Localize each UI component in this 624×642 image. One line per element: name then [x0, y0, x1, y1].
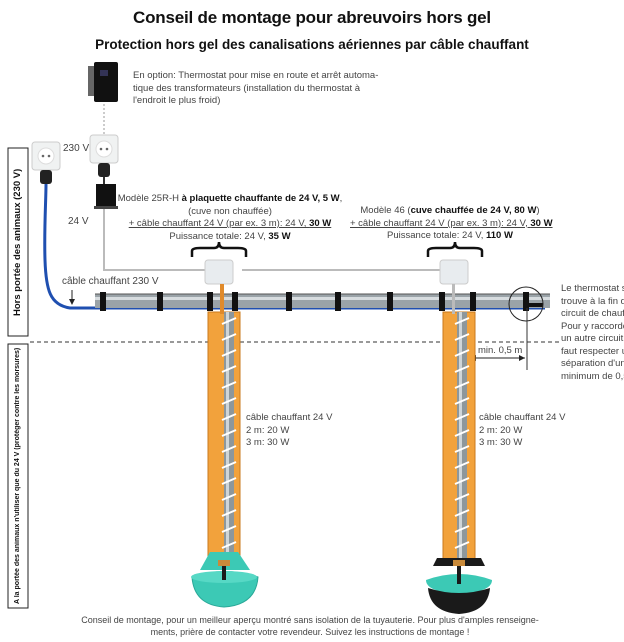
voltage-24-label: 24 V: [68, 216, 89, 227]
water-pipe: [95, 294, 550, 308]
voltage-230-label: 230 V: [63, 143, 90, 154]
thermostat-option-note: En option: Thermostat pour mise en route…: [133, 70, 383, 108]
clamp: [335, 292, 341, 311]
clamp: [387, 292, 393, 311]
socket-right-icon: [89, 134, 119, 164]
zone-label-out-of-reach: Hors portée des animaux (230 V): [12, 168, 23, 316]
supply-line-24v: [103, 209, 205, 271]
thermostat-device-icon: [88, 62, 118, 102]
cable-24v-spec-right: câble chauffant 24 V 2 m: 20 W 3 m: 30 W: [479, 412, 566, 448]
drinking-bowl-46-icon: [426, 558, 492, 614]
thermostat-end-note: Le thermostat se trouve à la fin du circ…: [561, 283, 624, 382]
clamp: [157, 292, 163, 311]
thermostat-option-line: l'endroit le plus froid): [133, 95, 221, 106]
heating-cable-230v: [43, 183, 545, 310]
junction-box-left: [204, 259, 234, 285]
socket-left-icon: [31, 141, 61, 171]
brace-left: [190, 241, 248, 257]
model-25rh-description: Modèle 25R-H à plaquette chauffante de 2…: [117, 193, 343, 242]
clamp: [100, 292, 106, 311]
model-46-description: Modèle 46 (cuve chauffée de 24 V, 80 W) …: [350, 205, 553, 241]
plug-left-icon: [40, 170, 52, 184]
footer-note: Conseil de montage, pour un meilleur ape…: [81, 615, 539, 637]
junction-box-right: [439, 259, 469, 285]
thermostat-option-line: En option: Thermostat pour mise en route…: [133, 70, 379, 81]
cable-24v-spec-left: câble chauffant 24 V 2 m: 20 W 3 m: 30 W: [246, 412, 333, 448]
pipe-clamps: [100, 292, 529, 311]
clamp: [523, 292, 529, 311]
clamp: [232, 292, 238, 311]
zone-box-out-of-reach: [7, 147, 29, 337]
clamp: [439, 292, 445, 311]
clamp: [207, 292, 213, 311]
page-title: Conseil de montage pour abreuvoirs hors …: [133, 8, 491, 27]
clamp: [470, 292, 476, 311]
cable-230-label: câble chauffant 230 V: [62, 276, 159, 287]
brace-right: [426, 241, 484, 257]
page-subtitle: Protection hors gel des canalisations aé…: [95, 37, 529, 52]
thermostat-option-line: tique des transformateurs (installation …: [133, 82, 361, 94]
drinking-bowl-25rh-icon: [191, 552, 259, 608]
zone-label-within-reach: A la portée des animaux n'utiliser que d…: [14, 347, 21, 605]
zone-box-within-reach: [7, 343, 29, 609]
plug-right-icon: [98, 163, 110, 177]
riser-right: [442, 284, 476, 563]
thermostat-end-highlight-circle: [508, 286, 544, 322]
transformer-icon: [96, 184, 116, 208]
min-distance-label: min. 0,5 m: [478, 345, 523, 356]
riser-left: [207, 284, 241, 569]
clamp: [286, 292, 292, 311]
